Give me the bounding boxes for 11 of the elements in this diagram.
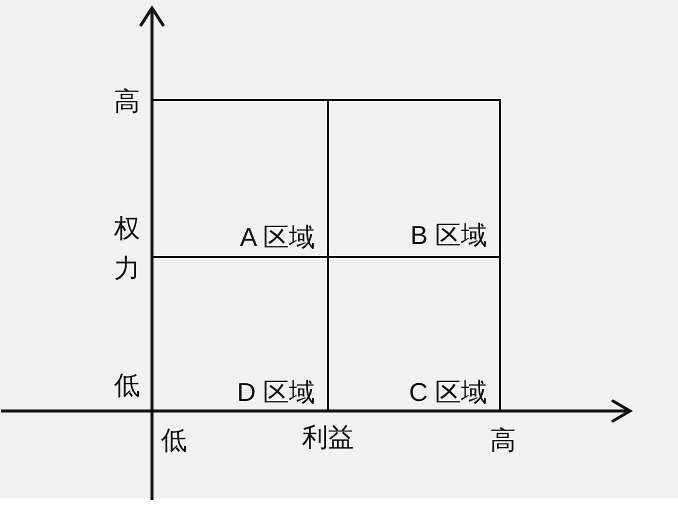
region-label: C 区域 xyxy=(409,378,487,406)
region-label: B 区域 xyxy=(410,221,487,249)
axis-title: 权力 xyxy=(114,212,140,285)
quadrant-box xyxy=(327,99,501,258)
axis-label: 低 xyxy=(161,425,187,455)
axis-label: 高 xyxy=(114,86,140,116)
axis-label: 低 xyxy=(114,370,140,400)
region-label: A 区域 xyxy=(240,223,315,251)
axis-title: 利益 xyxy=(302,422,354,452)
axis-label: 高 xyxy=(490,425,516,455)
region-label: D 区域 xyxy=(237,378,315,406)
